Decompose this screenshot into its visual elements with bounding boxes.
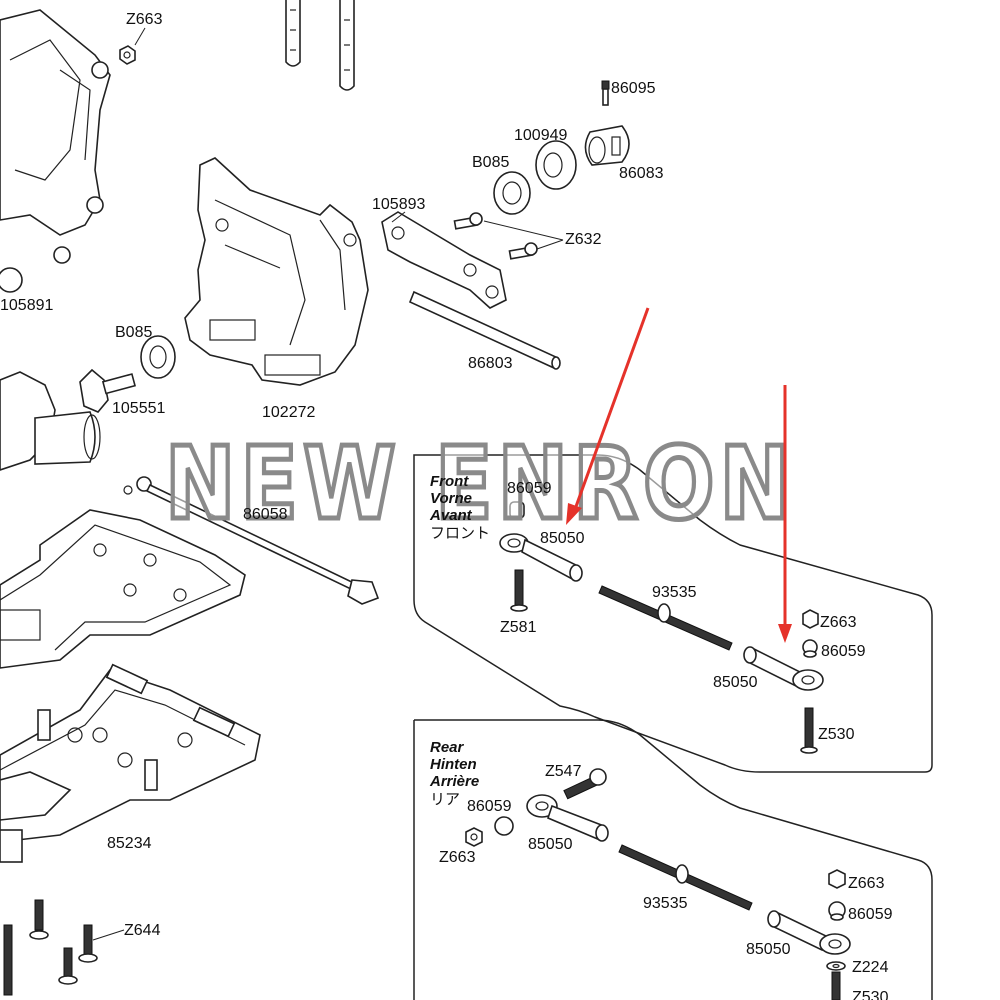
rear-rod-end-85050-b [767,910,851,955]
rear-ball-86059-b [828,901,846,921]
front-section-frame [413,454,933,773]
front-screw-z581 [510,569,528,612]
differential-gear [0,371,101,471]
rear-section-frame [413,719,933,1000]
front-turnbuckle-93535 [598,585,733,651]
rear-title-fr: Arrière [429,773,479,790]
drive-shaft-86058 [123,476,380,605]
rear-washer-z224 [826,961,846,971]
screws-z632 [453,212,564,260]
front-title-fr: Avant [429,507,473,524]
rear-rod-end-85050-a [526,794,609,842]
chassis-plate-85234 [0,663,261,863]
label-86083: 86083 [619,165,664,182]
label-105893: 105893 [372,196,425,213]
front-title-jp: フロント [430,525,490,542]
rear-title-en: Rear [430,739,465,756]
label-rear-85050-b: 85050 [746,941,791,958]
rear-screw-z547 [563,768,607,800]
label-b085-top: B085 [472,154,509,171]
label-front-85050-b: 85050 [713,674,758,691]
front-rod-end-85050-b [743,646,824,691]
front-title-en: Front [430,473,469,490]
label-86058: 86058 [243,506,288,523]
label-86095: 86095 [611,80,656,97]
red-arrow-left [566,307,650,525]
pin-86095 [601,80,610,106]
pinion-105551 [79,368,136,413]
label-rear-86059: 86059 [467,798,512,815]
collar-100949 [535,140,577,190]
label-100949: 100949 [514,127,567,144]
label-rear-86059-b: 86059 [848,906,893,923]
screws-z644 [3,899,125,996]
rear-ball-86059 [494,816,514,836]
bearing-b085-top [493,171,531,215]
suspension-mount-105893 [381,211,507,309]
rear-nut-z663-b [828,869,846,889]
label-rear-z224: Z224 [852,959,889,976]
label-rear-z663-b: Z663 [848,875,885,892]
label-z663-top: Z663 [126,11,163,28]
hinge-pin-86803 [408,290,561,370]
rear-turnbuckle-93535 [618,844,753,911]
label-86803: 86803 [468,355,513,372]
front-title-de: Vorne [430,490,472,507]
rear-title-de: Hinten [430,756,477,773]
label-front-z581: Z581 [500,619,537,636]
label-front-86059-b: 86059 [821,643,866,660]
chassis-plate-upper [0,509,246,669]
front-rod-end-85050-a [499,533,583,582]
bearing-b085-mid [140,335,176,379]
label-85234: 85234 [107,835,152,852]
rear-title-jp: リア [430,791,460,808]
front-nut-z663 [802,609,819,629]
cup-joint-86083 [584,125,630,166]
label-rear-z663: Z663 [439,849,476,866]
label-rear-85050-a: 85050 [528,836,573,853]
nut-z663-top [119,27,146,65]
label-b085-mid: B085 [115,324,152,341]
rear-nut-z663 [465,827,483,847]
label-front-85050-a: 85050 [540,530,585,547]
front-ball-86059 [509,501,525,519]
label-rear-z547: Z547 [545,763,582,780]
label-rear-z530-cut: Z530 [852,989,889,1000]
label-z644: Z644 [124,922,161,939]
rear-screw-z530 [831,971,841,1000]
red-arrow-right [778,385,792,643]
front-ball-86059-b [802,639,818,658]
shock-shafts [285,0,355,91]
label-105891: 105891 [0,297,53,314]
label-front-93535: 93535 [652,584,697,601]
label-rear-93535: 93535 [643,895,688,912]
label-front-86059: 86059 [507,480,552,497]
label-front-z530: Z530 [818,726,855,743]
label-z632: Z632 [565,231,602,248]
transmission-housing [0,9,111,293]
label-102272: 102272 [262,404,315,421]
label-front-z663: Z663 [820,614,857,631]
bulkhead-102272 [184,157,369,386]
front-screw-z530 [800,707,818,754]
label-105551: 105551 [112,400,165,417]
watermark-text: NEW ENRON [165,425,795,542]
